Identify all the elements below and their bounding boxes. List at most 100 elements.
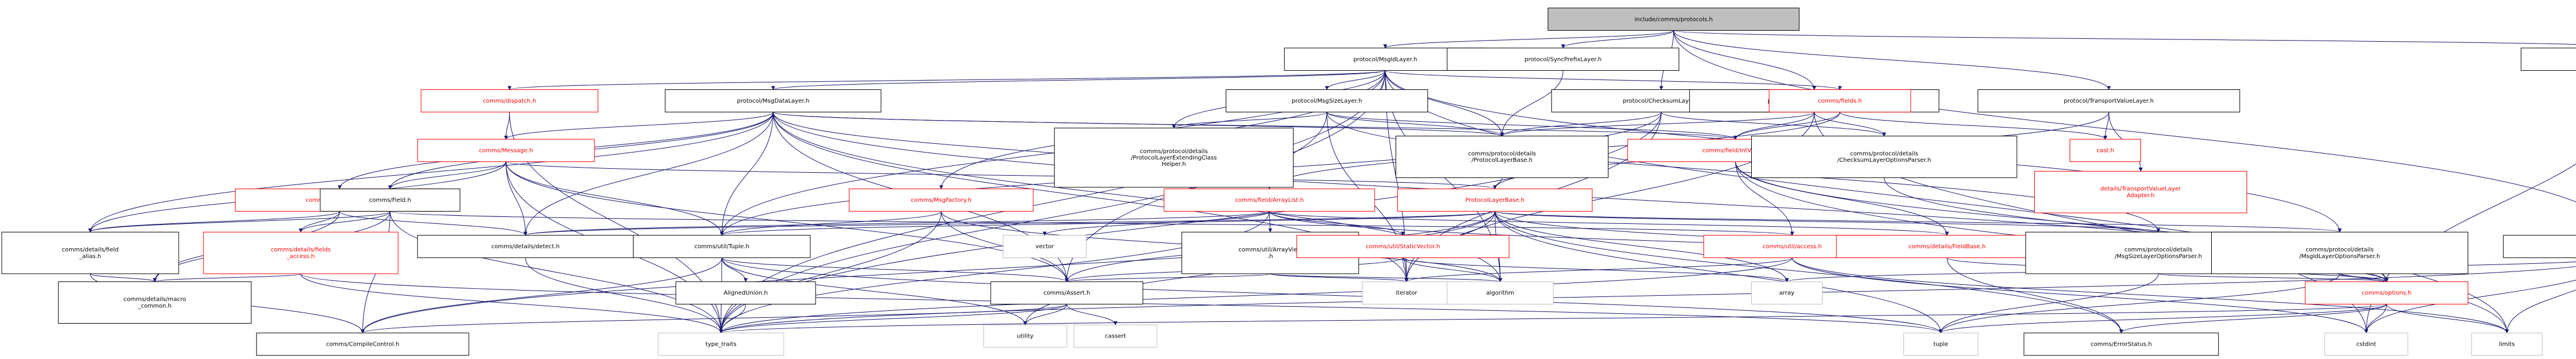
node-pdetails_ext[interactable]: comms/protocol/details/ProtocolLayerExte… [1054, 128, 1294, 188]
node-errorstatus[interactable]: comms/ErrorStatus.h [2023, 332, 2219, 356]
node-type_traits[interactable]: type_traits [658, 332, 784, 356]
node-cast[interactable]: cast.h [2070, 139, 2141, 162]
node-label: include/comms/protocols.h [1635, 16, 1713, 23]
node-alignedunion[interactable]: AlignedUnion.h [675, 281, 816, 304]
edge-messagebase-detect [339, 211, 528, 236]
node-label: /MsgIdLayerOptionsParser.h [2299, 253, 2380, 260]
edge-root-transportvalue [1673, 30, 2111, 90]
node-msgfactory[interactable]: comms/MsgFactory.h [849, 188, 1034, 212]
node-cassert[interactable]: cassert [1073, 324, 1158, 348]
node-field[interactable]: comms/Field.h [320, 188, 461, 212]
edge-arrayview-assert_h [1064, 273, 1271, 282]
node-label: /MsgSizeLayerOptionsParser.h [2115, 253, 2202, 260]
node-tuple[interactable]: tuple [1903, 332, 1979, 356]
edge-msgdatalayer-intvalue [773, 111, 1738, 140]
node-box [1226, 89, 1428, 113]
node-label: type_traits [705, 342, 736, 348]
edge-msgsizeopts-options [2158, 273, 2389, 282]
edge-root-syncprefix [1561, 30, 1674, 49]
node-box [2520, 48, 2576, 71]
node-label: comms/util/access.h [1763, 244, 1822, 250]
edge-message-detect [505, 161, 528, 236]
edge-checksumlayer-pdetails_base [1500, 111, 1662, 137]
node-limits[interactable]: limits [2471, 332, 2543, 356]
node-label: cassert [1105, 333, 1126, 340]
node-box [2023, 332, 2219, 356]
node-box [58, 281, 252, 324]
node-label: _access.h [286, 253, 314, 260]
node-box [1, 231, 179, 274]
edge-root-basicsum [1673, 30, 2576, 45]
node-iterator[interactable]: iterator [1362, 281, 1451, 304]
node-box [1836, 235, 2058, 258]
node-arraylist[interactable]: comms/field/ArrayList.h [1164, 188, 1375, 212]
edge-access-limits [1792, 258, 2509, 333]
node-transportvalue[interactable]: protocol/TransportValueLayer.h [1977, 89, 2240, 113]
edge-crc-cstdint [2364, 280, 2576, 333]
edge-tuple_h-compilecontrol [360, 258, 722, 333]
node-fieldalias[interactable]: comms/details/field_alias.h [1, 231, 179, 274]
edge-options-errorstatus [2119, 303, 2387, 333]
node-compilecontrol[interactable]: comms/CompileControl.h [256, 332, 469, 356]
edge-msgidlayer-dispatch [508, 70, 1386, 90]
node-fieldbase[interactable]: comms/details/FieldBase.h [1836, 235, 2058, 258]
node-box [256, 332, 469, 356]
edge-msgidlayer-pdetails_base [1385, 70, 1504, 137]
edge-pdetails_base-protocollayerbase [1492, 177, 1502, 190]
node-label: details/TransportValueLayer [2100, 186, 2182, 193]
node-macrocommon[interactable]: comms/details/macro_common.h [58, 281, 252, 324]
edge-staticvector-algorithm [1403, 258, 1502, 282]
node-label: utility [1017, 333, 1034, 340]
node-box [1548, 8, 1800, 31]
node-fieldsaccess[interactable]: comms/details/fields_access.h [203, 231, 398, 274]
node-box [417, 139, 595, 162]
node-msgdatalayer[interactable]: protocol/MsgDataLayer.h [665, 89, 882, 113]
edge-message-protocollayerbase [505, 161, 1497, 190]
node-options[interactable]: comms/options.h [2305, 281, 2469, 304]
node-protocollayerbase[interactable]: ProtocolLayerBase.h [1397, 188, 1593, 212]
node-detect[interactable]: comms/details/detect.h [417, 235, 634, 258]
node-box [2034, 171, 2247, 213]
node-utility[interactable]: utility [983, 324, 1067, 348]
node-vector[interactable]: vector [1002, 235, 1087, 258]
edge-msgsizelayer-intvalue [1327, 111, 1738, 140]
node-label: vector [1035, 244, 1055, 250]
node-box [1903, 332, 1979, 356]
edge-protocollayerbase-detect [523, 211, 1495, 236]
edge-tuple_h-alignedunion [721, 258, 748, 282]
node-box [1296, 235, 1510, 258]
node-pdetails_base[interactable]: comms/protocol/details/ProtocolLayerBase… [1395, 136, 1608, 178]
node-root[interactable]: include/comms/protocols.h [1548, 8, 1800, 31]
node-cslayeropts[interactable]: comms/protocol/details/ChecksumLayerOpti… [1751, 136, 2017, 178]
node-assert_h[interactable]: comms/Assert.h [990, 281, 1143, 304]
node-label: comms/Assert.h [1044, 290, 1090, 296]
node-box [665, 89, 882, 113]
node-label: comms/util/ArrayView [1238, 247, 1302, 253]
edge-arrayview-iterator [1270, 273, 1409, 282]
node-array[interactable]: array [1751, 281, 1823, 304]
node-algorithm[interactable]: algorithm [1447, 281, 1554, 304]
edge-assert_h-compilecontrol [361, 303, 1067, 333]
node-msgsizelayer[interactable]: protocol/MsgSizeLayer.h [1226, 89, 1428, 113]
node-crc[interactable]: protocol/checksum/Crc.h [2503, 235, 2576, 258]
node-label: comms/CompileControl.h [326, 342, 399, 348]
node-tuple_h[interactable]: comms/util/Tuple.h [633, 235, 811, 258]
node-basicsum[interactable]: protocol/checksum/BasicSum.h [2520, 48, 2576, 71]
node-label: cast.h [2096, 148, 2114, 154]
node-syncprefix[interactable]: protocol/SyncPrefixLayer.h [1447, 48, 1679, 71]
node-cstdint[interactable]: cstdint [2324, 332, 2408, 356]
node-dispatch[interactable]: comms/dispatch.h [421, 89, 599, 113]
edge-fields-cast [1839, 111, 2107, 140]
edge-root-msgidlayer [1383, 30, 1674, 49]
node-label: comms/ErrorStatus.h [2090, 342, 2151, 348]
node-staticvector[interactable]: comms/util/StaticVector.h [1296, 235, 1510, 258]
edge-msgdatalayer-tuple_h [719, 112, 774, 236]
node-msgidopts[interactable]: comms/protocol/details/MsgIdLayerOptions… [2211, 231, 2469, 274]
edge-message-tuple_h [505, 161, 724, 236]
node-box [2305, 281, 2469, 304]
node-fields[interactable]: comms/fields.h [1769, 89, 1911, 113]
node-message[interactable]: comms/Message.h [417, 139, 595, 162]
node-box [203, 231, 398, 274]
